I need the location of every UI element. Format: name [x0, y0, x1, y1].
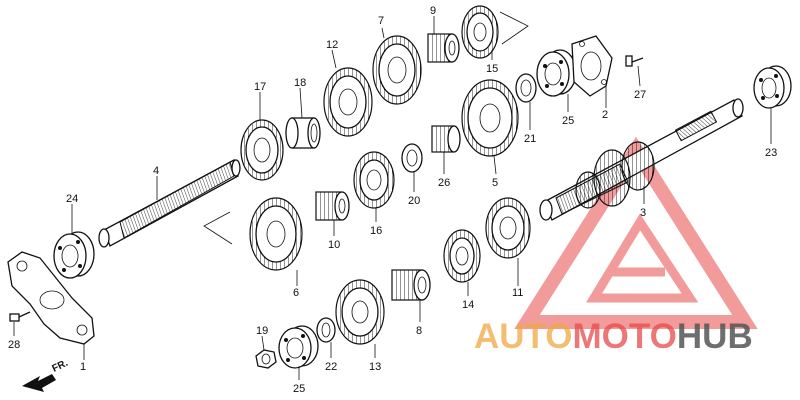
part-18-bushing	[285, 117, 321, 149]
part-6-gear	[249, 197, 303, 271]
callout-7: 7	[378, 15, 384, 27]
part-28-bolt	[9, 311, 31, 322]
fr-label: FR.	[50, 358, 69, 375]
part-27-bolt	[625, 55, 644, 67]
watermark-text: AUTOMOTOHUB	[474, 317, 753, 356]
part-8-bushing	[391, 269, 431, 301]
part-13-gear	[335, 279, 385, 345]
part-7-gear	[372, 35, 422, 105]
part-5-gear	[461, 79, 519, 157]
callout-26: 26	[438, 177, 450, 189]
callout-15: 15	[486, 63, 498, 75]
watermark-logo: AUTOMOTOHUB	[474, 136, 758, 356]
callout-17: 17	[254, 81, 266, 93]
part-26-needle-bearing	[431, 125, 461, 153]
part-9-collar	[427, 33, 460, 63]
callout-2: 2	[602, 109, 608, 121]
callout-23: 23	[765, 147, 777, 159]
callout-labels: 1 2 3 4 5 6 7 8 9 10 11 12 13 14 15 16 1…	[8, 5, 777, 395]
part-25-bearing-lower	[278, 325, 319, 369]
callout-19: 19	[256, 325, 268, 337]
part-19-nut	[255, 349, 277, 369]
callout-6: 6	[293, 287, 299, 299]
callout-25-upper: 25	[562, 115, 574, 127]
part-4-countershaft	[98, 159, 241, 248]
part-15-bracket-line	[499, 11, 529, 45]
part-20-washer	[401, 143, 423, 173]
callout-11: 11	[512, 287, 523, 299]
watermark-triangle-icon	[514, 136, 758, 329]
leader-lines	[13, 16, 772, 380]
callout-21: 21	[524, 133, 536, 145]
part-21-washer	[515, 73, 537, 103]
callout-28: 28	[8, 339, 20, 351]
callout-8: 8	[416, 325, 422, 337]
part-1-case-cover	[7, 251, 95, 345]
fr-direction-arrow-icon: FR.	[22, 358, 70, 392]
part-12-gear	[323, 67, 373, 137]
part-11-gear	[485, 197, 531, 259]
part-24-bearing	[53, 231, 95, 279]
callout-3: 3	[640, 207, 646, 219]
callout-9: 9	[430, 5, 436, 17]
callout-20: 20	[408, 195, 420, 207]
part-17-gear	[240, 119, 284, 181]
part-15-gear	[461, 5, 499, 59]
callout-27: 27	[634, 89, 646, 101]
callout-4: 4	[153, 165, 159, 177]
callout-10: 10	[328, 239, 340, 251]
part-6-bracket-line	[203, 211, 233, 245]
callout-13: 13	[369, 361, 381, 373]
part-14-gear	[443, 229, 481, 283]
callout-14: 14	[462, 299, 474, 311]
part-3-mainshaft	[539, 98, 744, 221]
part-23-bearing	[753, 65, 792, 109]
part-22-washer	[316, 317, 336, 343]
part-10-bushing	[315, 191, 350, 221]
callout-1: 1	[80, 361, 86, 373]
callout-24: 24	[66, 193, 78, 205]
part-25-bearing-upper	[536, 49, 577, 97]
callout-22: 22	[325, 361, 337, 373]
callout-25-lower: 25	[293, 383, 305, 395]
callout-5: 5	[492, 177, 498, 189]
callout-18: 18	[294, 77, 306, 89]
callout-16: 16	[370, 225, 382, 237]
part-16-gear	[353, 151, 395, 209]
callout-12: 12	[326, 39, 338, 51]
